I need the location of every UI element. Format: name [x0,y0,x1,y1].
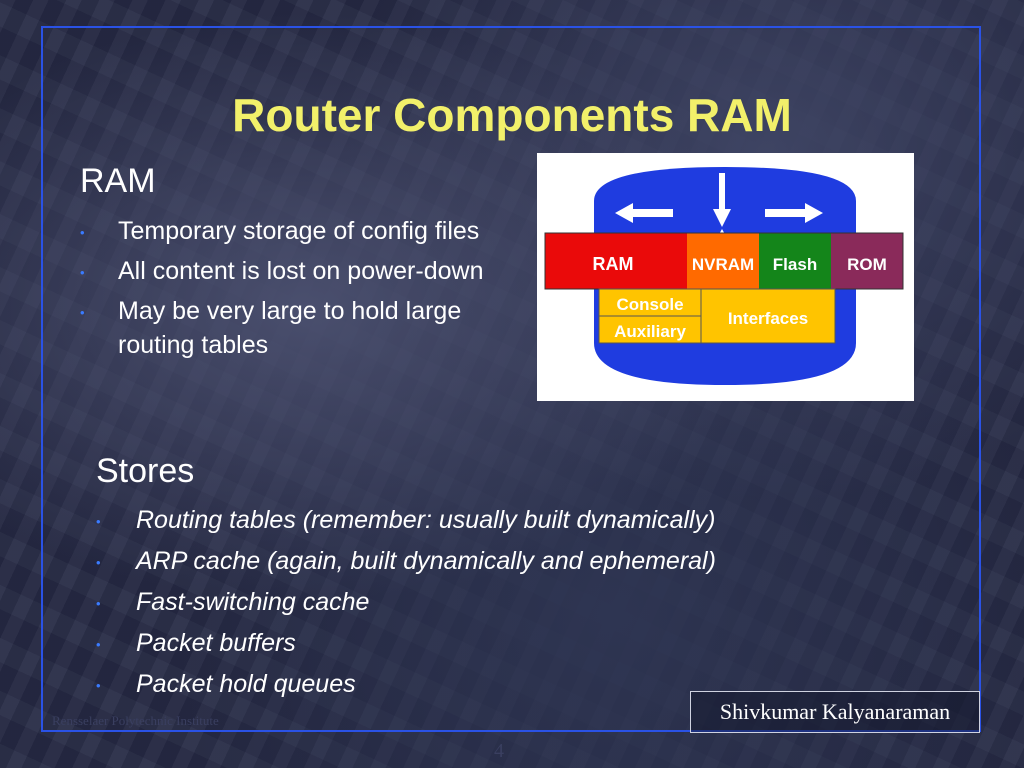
author-footer: Shivkumar Kalyanaraman [690,691,980,733]
ram-label: RAM [593,254,634,274]
auxiliary-label: Auxiliary [614,322,686,341]
ram-block [545,233,687,289]
stores-heading: Stores [96,452,195,490]
bullet-icon: • [96,596,101,611]
flash-block [759,233,831,289]
institution-footer: Rensselaer Polytechnic Institute [52,713,219,728]
bullet-icon: • [80,265,85,280]
bullet-icon: • [96,555,101,570]
ram-bullet-item: •All content is lost on power-down [80,254,520,288]
slide-frame [41,26,981,732]
stores-bullet-item: •Routing tables (remember: usually built… [96,503,836,537]
ram-bullet-item: •Temporary storage of config files [80,214,520,248]
page-number: 4 [494,740,504,762]
console-label: Console [616,295,683,314]
router-diagram-svg: RAM NVRAM Flash ROM Console Auxiliary In… [544,167,904,385]
stores-bullet-item: •Fast-switching cache [96,585,836,619]
arrow-right-icon [765,203,823,223]
nvram-label: NVRAM [692,255,754,274]
rom-block [831,233,903,289]
ram-bullet-item: •May be very large to hold large routing… [80,297,462,359]
stores-bullet-item: •Packet buffers [96,626,836,660]
bullet-icon: • [96,514,101,529]
interfaces-label: Interfaces [728,309,808,328]
router-components-diagram: RAM NVRAM Flash ROM Console Auxiliary In… [537,153,914,401]
stores-bullet-list: •Routing tables (remember: usually built… [96,503,836,708]
bullet-icon: • [80,225,85,240]
stores-bullet-item: •ARP cache (again, built dynamically and… [96,544,836,578]
arrow-left-icon [615,203,673,223]
ram-bullet-list: •Temporary storage of config files •All … [80,214,520,368]
rom-label: ROM [847,255,887,274]
stores-bullet-item: •Packet hold queues [96,667,836,701]
ram-heading: RAM [80,162,156,200]
nvram-block [687,233,759,289]
bullet-icon: • [80,305,85,320]
bullet-icon: • [96,637,101,652]
slide-title: Router Components RAM [232,89,792,141]
bullet-icon: • [96,678,101,693]
flash-label: Flash [773,255,817,274]
arrow-down-icon [713,173,731,227]
